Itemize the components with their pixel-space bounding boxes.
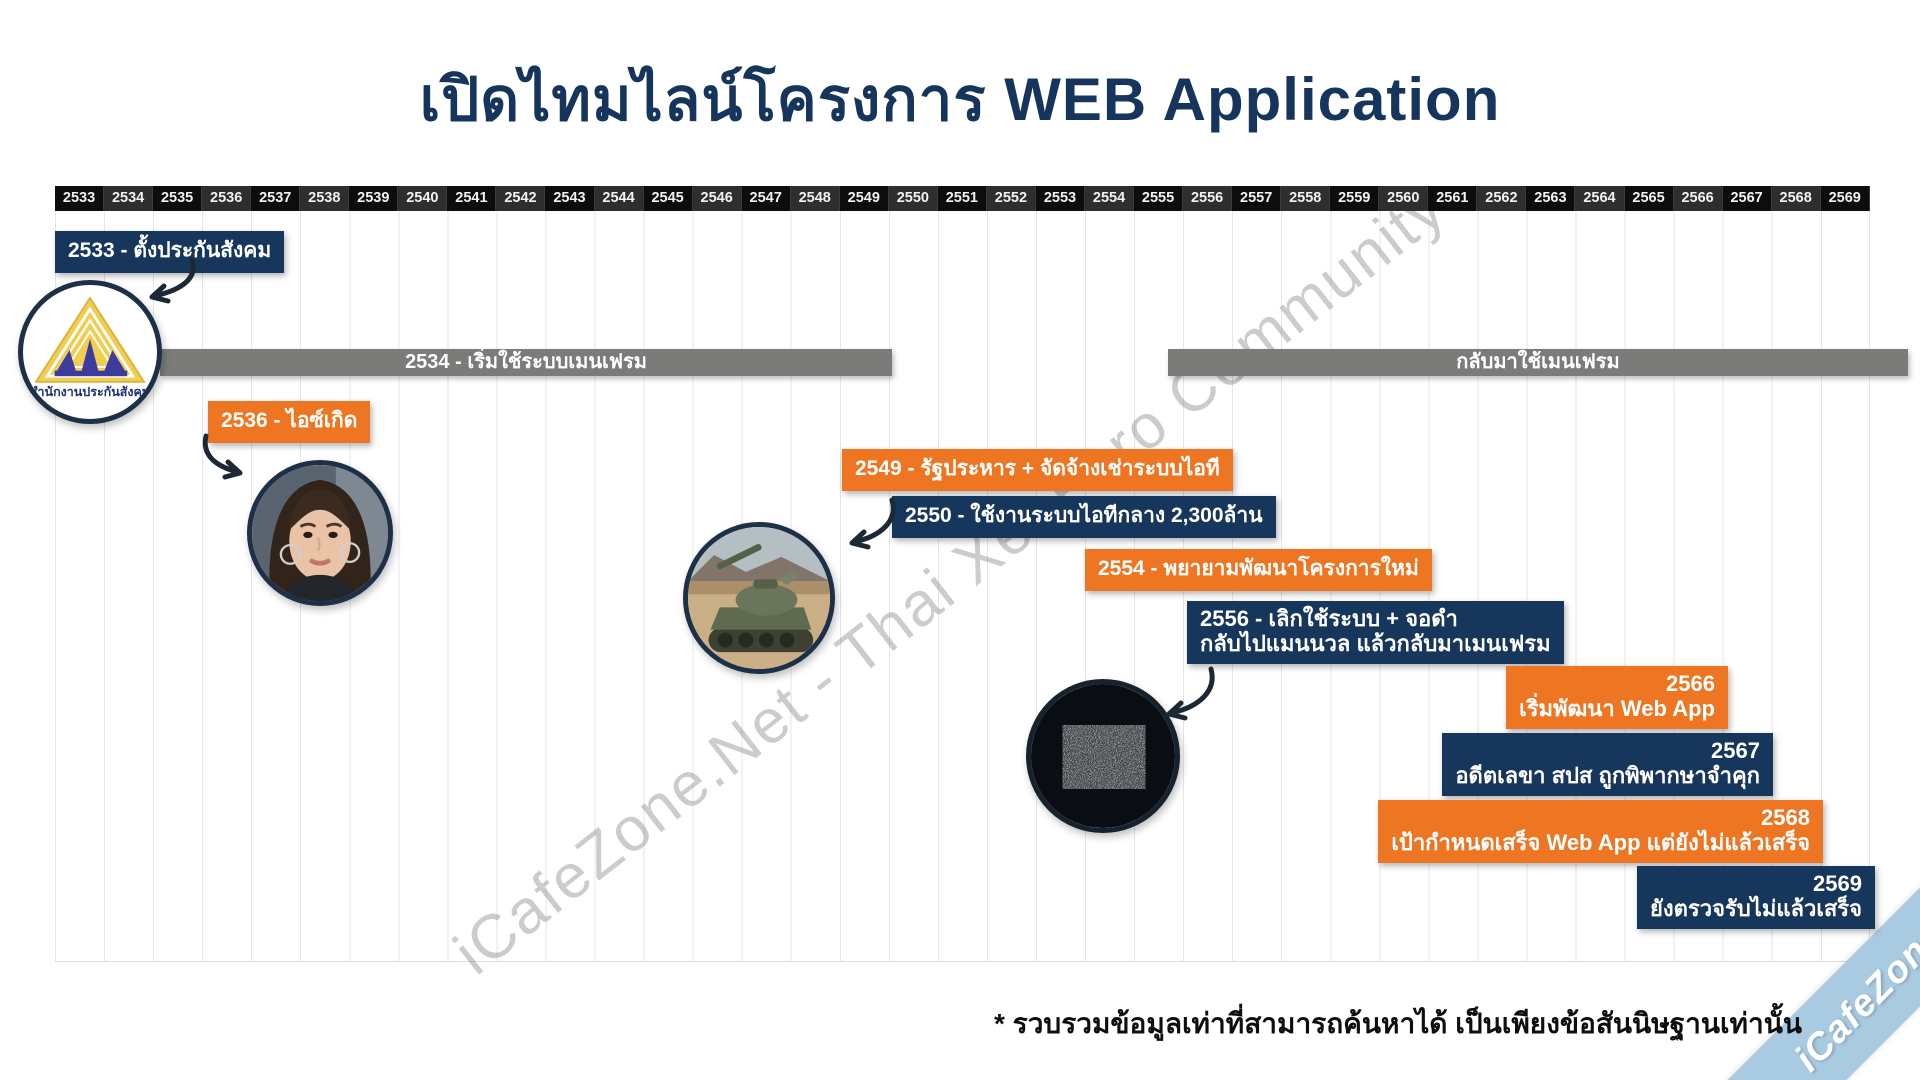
- event-2566: 2566 เริ่มพัฒนา Web App: [1506, 666, 1728, 729]
- year-cell-2534: 2534: [104, 186, 154, 211]
- portrait-photo: [247, 460, 393, 606]
- year-cell-2536: 2536: [202, 186, 252, 211]
- year-cell-2558: 2558: [1281, 186, 1331, 211]
- year-cell-2542: 2542: [496, 186, 546, 211]
- black-screen-photo: [1026, 679, 1180, 833]
- year-cell-2562: 2562: [1477, 186, 1527, 211]
- event-2568-year: 2568: [1761, 805, 1810, 830]
- year-cell-2547: 2547: [741, 186, 791, 211]
- sso-logo: สำนักงานประกันสังคม: [18, 280, 162, 424]
- footnote: * รวบรวมข้อมูลเท่าที่สามารถค้นหาได้ เป็น…: [993, 1008, 1802, 1039]
- arrow-to-tank-icon: [849, 497, 896, 550]
- event-2536: 2536 - ไอซ์เกิด: [208, 401, 371, 443]
- year-cell-2551: 2551: [937, 186, 987, 211]
- year-cell-2560: 2560: [1379, 186, 1429, 211]
- event-2569: 2569 ยังตรวจรับไม่แล้วเสร็จ: [1637, 866, 1875, 929]
- year-cell-2548: 2548: [790, 186, 840, 211]
- year-cell-2541: 2541: [447, 186, 497, 211]
- period-bar-mainframe-return: กลับมาใช้เมนเฟรม: [1168, 349, 1908, 376]
- year-cell-2540: 2540: [398, 186, 448, 211]
- event-2556-line1: 2556 - เลิกใช้ระบบ + จอดำ: [1200, 606, 1458, 631]
- year-cell-2546: 2546: [692, 186, 742, 211]
- event-2556: 2556 - เลิกใช้ระบบ + จอดำ กลับไปแมนนวล แ…: [1187, 601, 1564, 664]
- year-cell-2550: 2550: [888, 186, 938, 211]
- event-2567-text: อดีตเลขา สปส ถูกพิพากษาจำคุก: [1455, 763, 1760, 789]
- event-2569-year: 2569: [1813, 871, 1862, 896]
- event-2554: 2554 - พยายามพัฒนาโครงการใหม่: [1085, 549, 1432, 591]
- event-2533: 2533 - ตั้งประกันสังคม: [55, 231, 285, 273]
- year-cell-2568: 2568: [1771, 186, 1821, 211]
- event-2567-year: 2567: [1711, 738, 1760, 763]
- year-cell-2537: 2537: [251, 186, 301, 211]
- year-cell-2555: 2555: [1134, 186, 1184, 211]
- year-cell-2554: 2554: [1084, 186, 1135, 211]
- event-2550: 2550 - ใช้งานระบบไอทีกลาง 2,300ล้าน: [892, 496, 1276, 538]
- year-cell-2544: 2544: [594, 186, 644, 211]
- year-cell-2561: 2561: [1428, 186, 1478, 211]
- tv-static-icon: [1031, 684, 1175, 828]
- year-cell-2543: 2543: [545, 186, 595, 211]
- year-cell-2553: 2553: [1035, 186, 1085, 211]
- event-2566-year: 2566: [1666, 671, 1715, 696]
- year-cell-2535: 2535: [153, 186, 203, 211]
- year-cell-2539: 2539: [349, 186, 399, 211]
- arrow-to-logo-icon: [149, 257, 196, 304]
- year-cell-2567: 2567: [1722, 186, 1772, 211]
- year-cell-2545: 2545: [643, 186, 693, 211]
- year-cell-2538: 2538: [300, 186, 350, 211]
- year-cell-2565: 2565: [1624, 186, 1674, 211]
- sso-logo-caption: สำนักงานประกันสังคม: [29, 385, 151, 399]
- event-2569-text: ยังตรวจรับไม่แล้วเสร็จ: [1650, 896, 1862, 922]
- page-title: เปิดไทมไลน์โครงการ WEB Application: [419, 66, 1501, 133]
- year-cell-2566: 2566: [1673, 186, 1723, 211]
- year-cell-2559: 2559: [1330, 186, 1380, 211]
- year-cell-2563: 2563: [1526, 186, 1576, 211]
- event-2568: 2568 เป้ากำหนดเสร็จ Web App แต่ยังไม่แล้…: [1378, 800, 1823, 863]
- woman-portrait-icon: [252, 465, 388, 601]
- year-cell-2552: 2552: [986, 186, 1036, 211]
- event-2566-text: เริ่มพัฒนา Web App: [1519, 696, 1715, 722]
- arrow-to-portrait-icon: [202, 433, 243, 480]
- year-cell-2549: 2549: [839, 186, 889, 211]
- event-2556-line2: กลับไปแมนนวล แล้วกลับมาเมนเฟรม: [1200, 631, 1551, 657]
- arrow-to-blackscreen-icon: [1166, 666, 1215, 721]
- event-2568-text: เป้ากำหนดเสร็จ Web App แต่ยังไม่แล้วเสร็…: [1391, 830, 1810, 856]
- event-2549: 2549 - รัฐประหาร + จัดจ้างเช่าระบบไอที: [842, 449, 1233, 491]
- period-bar-mainframe-start: 2534 - เริ่มใช้ระบบเมนเฟรม: [160, 349, 892, 376]
- event-2567: 2567 อดีตเลขา สปส ถูกพิพากษาจำคุก: [1442, 733, 1773, 796]
- year-cell-2564: 2564: [1575, 186, 1625, 211]
- year-cell-2569: 2569: [1820, 186, 1870, 211]
- year-cell-2557: 2557: [1232, 186, 1282, 211]
- year-cell-2556: 2556: [1183, 186, 1233, 211]
- tank-photo: [683, 522, 835, 674]
- tank-icon: [688, 527, 830, 669]
- sso-logo-triangle-icon: [34, 296, 146, 383]
- year-cell-2533: 2533: [55, 186, 105, 211]
